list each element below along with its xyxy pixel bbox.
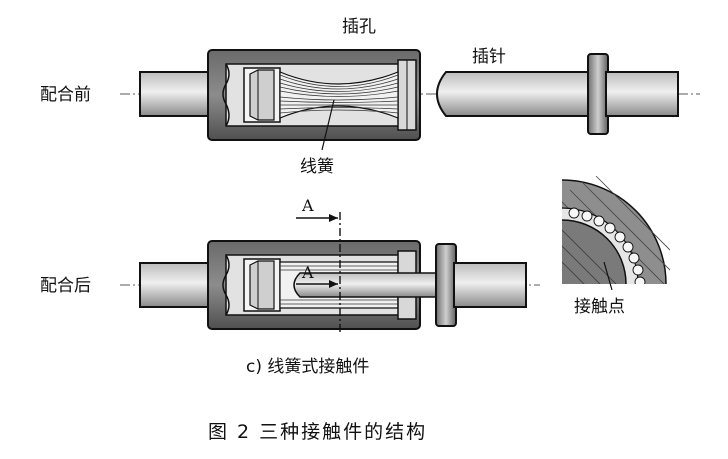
- figure-caption: 图 2 三种接触件的结构: [208, 421, 427, 443]
- pin-part: [436, 53, 679, 135]
- contact-point-leader: [603, 261, 613, 291]
- section-view: [562, 176, 670, 291]
- pin-core-section: [562, 219, 627, 284]
- spring-wire-sections: [568, 207, 646, 284]
- mated-pin: [293, 243, 527, 327]
- socket-label: 插孔: [342, 17, 376, 37]
- before-mating-label: 配合前: [40, 85, 91, 105]
- wire-spring-wires: [279, 74, 399, 114]
- wire-spring-leader: [321, 99, 335, 151]
- pin-tail-rod: [605, 71, 679, 117]
- before-mating-assembly: [120, 49, 700, 151]
- after-mating-assembly: [120, 212, 540, 334]
- subfigure-caption: c) 线簧式接触件: [246, 357, 369, 377]
- socket-body: [207, 49, 421, 141]
- pin-label: 插针: [472, 47, 506, 67]
- contact-point-label: 接触点: [574, 297, 625, 317]
- wire-spring-label: 线簧: [300, 157, 334, 177]
- socket-tail-rod: [139, 71, 211, 117]
- after-mating-label: 配合后: [40, 276, 91, 296]
- section-mark-top: A: [301, 196, 314, 215]
- section-mark-bottom: A: [301, 263, 314, 282]
- mated-socket-tail-rod: [139, 262, 211, 308]
- mated-pin-tail-rod: [453, 262, 527, 308]
